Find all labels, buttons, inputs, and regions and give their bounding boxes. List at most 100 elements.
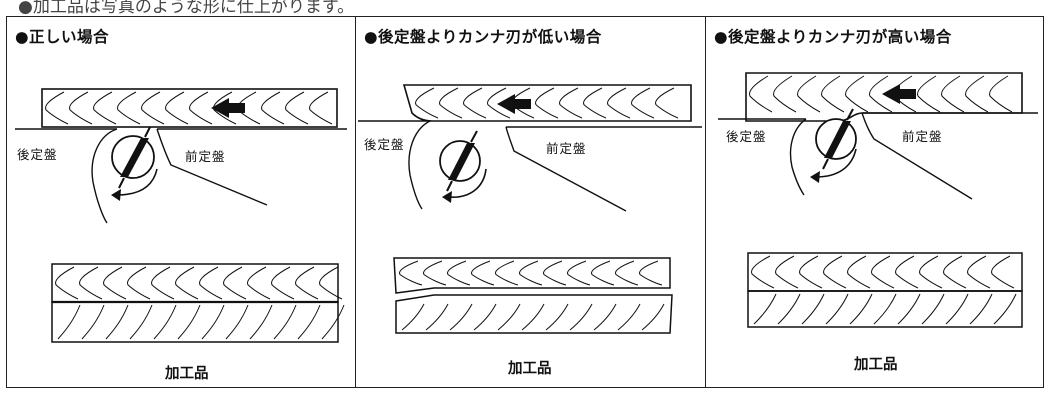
grain-stroke — [471, 260, 495, 286]
grain-stroke — [319, 266, 343, 300]
wood-grain — [399, 260, 663, 286]
grain-stroke — [177, 304, 201, 340]
header-fragment: ●加工品は写真のような形に仕上がります。 — [18, 0, 355, 17]
grain-stroke — [943, 255, 967, 289]
grain-stroke — [103, 266, 127, 300]
grain-stroke — [941, 75, 965, 113]
panel-knife-low: ●後定盤よりカンナ刃が低い場合 後定盤 前定盤 加工品 — [356, 17, 706, 387]
grain-stroke — [617, 303, 641, 331]
grain-stroke — [175, 266, 199, 300]
grain-stroke — [129, 304, 153, 340]
grain-stroke — [965, 75, 989, 113]
wood-grain — [753, 293, 1017, 325]
workpiece-board — [745, 72, 1023, 122]
jointer-diagram-correct — [15, 88, 347, 343]
grain-stroke — [519, 260, 543, 286]
wood-grain — [55, 266, 343, 300]
grain-stroke — [945, 293, 969, 325]
front-table-edge — [505, 126, 627, 212]
wood-grain — [57, 304, 345, 340]
grain-stroke — [105, 304, 129, 340]
grain-stroke — [749, 75, 773, 113]
grain-stroke — [655, 87, 679, 119]
grain-stroke — [213, 91, 237, 125]
workpiece-board — [41, 88, 338, 128]
panel-title: ●後定盤よりカンナ刃が高い場合 — [714, 28, 952, 46]
workpiece-board — [402, 84, 692, 122]
cutter-head-icon — [439, 130, 481, 192]
grain-stroke — [473, 303, 497, 331]
grain-stroke — [439, 87, 463, 119]
grain-stroke — [449, 303, 473, 331]
grain-stroke — [799, 255, 823, 289]
product-caption: 加工品 — [508, 361, 552, 377]
grain-stroke — [593, 303, 617, 331]
grain-stroke — [497, 303, 521, 331]
grain-stroke — [801, 293, 825, 325]
feed-arrow-icon — [497, 94, 531, 114]
grain-stroke — [309, 91, 333, 125]
processed-board-top — [393, 257, 671, 294]
grain-stroke — [423, 260, 447, 286]
grain-stroke — [559, 87, 583, 119]
grain-stroke — [993, 293, 1017, 325]
grain-stroke — [487, 87, 511, 119]
grain-stroke — [297, 304, 321, 340]
grain-stroke — [93, 91, 117, 125]
grain-stroke — [69, 91, 93, 125]
wood-grain — [751, 255, 1015, 289]
grain-stroke — [919, 255, 943, 289]
grain-stroke — [871, 255, 895, 289]
cutter-head-icon — [815, 108, 857, 170]
front-table-label: 前定盤 — [185, 149, 226, 164]
feed-arrow-icon — [882, 84, 916, 104]
front-table-label: 前定盤 — [546, 141, 587, 156]
grain-stroke — [825, 293, 849, 325]
grain-stroke — [777, 293, 801, 325]
feed-arrow-icon — [211, 98, 245, 118]
grain-stroke — [775, 255, 799, 289]
grain-stroke — [631, 87, 655, 119]
grain-stroke — [295, 266, 319, 300]
panel-correct: ●正しい場合 後定盤 前定盤 加工品 — [7, 17, 356, 387]
rear-table-label: 後定盤 — [17, 147, 58, 162]
grain-stroke — [415, 87, 439, 119]
processed-board-bottom — [747, 290, 1023, 328]
grain-stroke — [165, 91, 189, 125]
grain-stroke — [151, 266, 175, 300]
front-table-label: 前定盤 — [902, 129, 943, 144]
grain-stroke — [969, 293, 993, 325]
grain-stroke — [845, 75, 869, 113]
grain-stroke — [567, 260, 591, 286]
grain-stroke — [991, 255, 1015, 289]
grain-stroke — [543, 260, 567, 286]
grain-stroke — [201, 304, 225, 340]
grain-stroke — [797, 75, 821, 113]
grain-stroke — [247, 266, 271, 300]
grain-stroke — [225, 304, 249, 340]
grain-stroke — [57, 304, 81, 340]
grain-stroke — [261, 91, 285, 125]
grain-stroke — [823, 255, 847, 289]
grain-stroke — [127, 266, 151, 300]
cutter-head-icon — [111, 126, 155, 189]
grain-stroke — [81, 304, 105, 340]
grain-stroke — [917, 75, 941, 113]
grain-stroke — [967, 255, 991, 289]
grain-stroke — [639, 260, 663, 286]
grain-stroke — [55, 266, 79, 300]
rotation-arrow-icon — [815, 148, 857, 178]
grain-stroke — [425, 303, 449, 331]
panel-title: ●正しい場合 — [15, 28, 110, 46]
grain-stroke — [79, 266, 103, 300]
grain-stroke — [607, 87, 631, 119]
wood-grain — [45, 91, 333, 125]
grain-stroke — [401, 303, 425, 331]
grain-stroke — [921, 293, 945, 325]
product-caption: 加工品 — [854, 357, 898, 373]
processed-board-bottom — [395, 294, 673, 334]
grain-stroke — [897, 293, 921, 325]
rear-table-label: 後定盤 — [726, 129, 767, 144]
product-caption: 加工品 — [165, 366, 209, 382]
grain-stroke — [545, 303, 569, 331]
